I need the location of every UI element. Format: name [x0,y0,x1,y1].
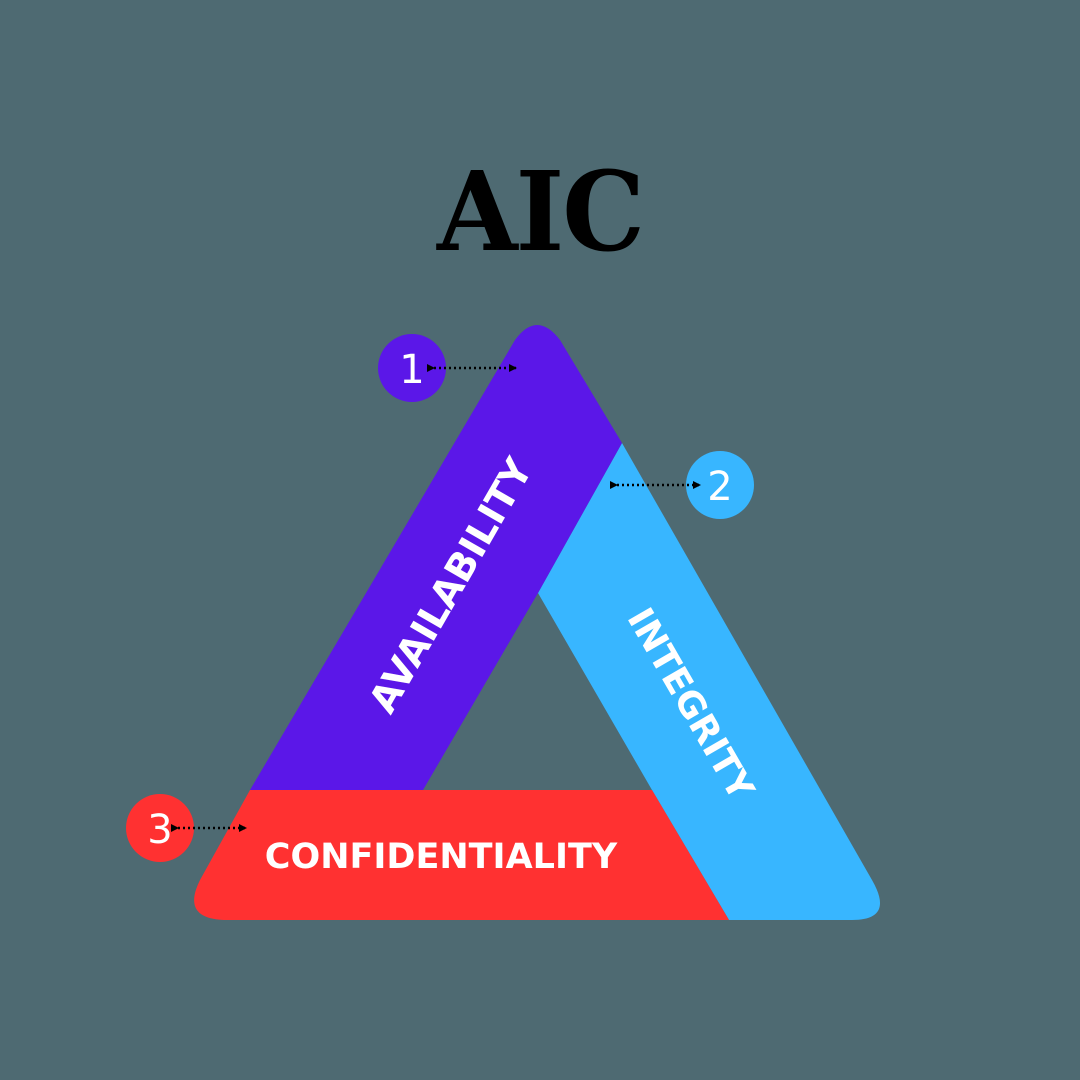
marker-3-circle [126,794,194,862]
marker-3-number: 3 [147,807,172,853]
marker-1-number: 1 [399,347,424,393]
marker-2-number: 2 [707,464,732,510]
marker-1: 1 [378,334,517,402]
marker-2: 2 [610,451,754,519]
integrity-segment [538,443,881,920]
diagram-title: AIC [436,146,645,277]
marker-2-circle [686,451,754,519]
confidentiality-label: CONFIDENTIALITY [265,837,618,877]
confidentiality-segment [194,790,729,920]
marker-3: 3 [126,794,247,862]
marker-1-circle [378,334,446,402]
availability-segment [250,325,622,790]
